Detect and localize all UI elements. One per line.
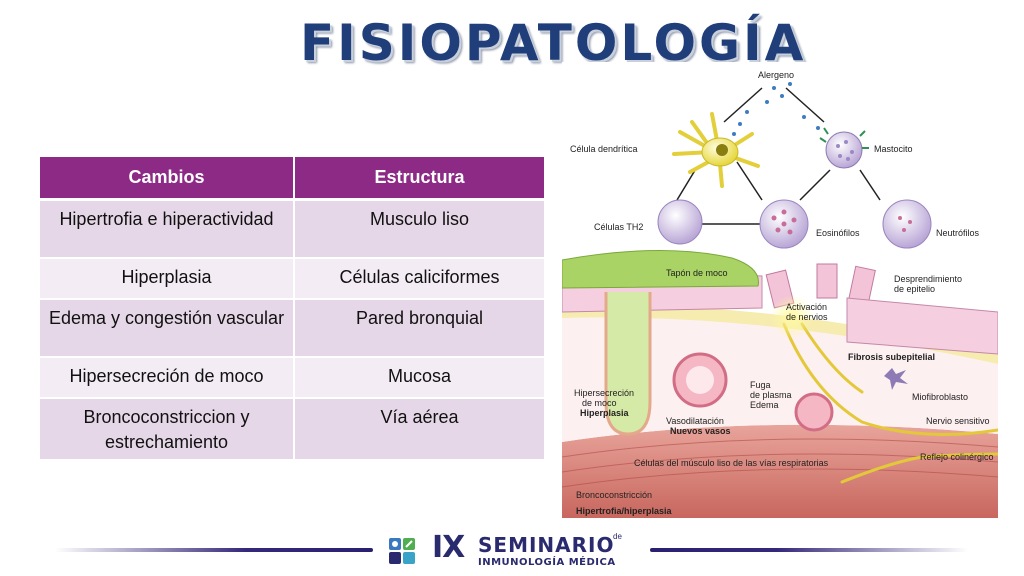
table-cell: Musculo liso	[294, 199, 544, 259]
airway-illustration	[562, 82, 998, 518]
table-row: Hipertrofia e hiperactividad Musculo lis…	[40, 199, 544, 259]
footer-line-right	[650, 548, 968, 552]
nerve-activation-glow	[770, 295, 814, 339]
myofibroblast	[884, 368, 908, 390]
label-edema: Edema	[750, 400, 779, 410]
label-neutrofilos: Neutrófilos	[936, 228, 980, 238]
table-row: Broncoconstriccion y estrechamiento Vía …	[40, 397, 544, 461]
table-cell: Edema y congestión vascular	[40, 298, 295, 358]
seminar-logo: IX SEMINARIO de INMUNOLOGÍA MÉDICA	[388, 530, 638, 572]
table-row: Hipersecreción de moco Mucosa	[40, 356, 544, 399]
table-cell: Células caliciformes	[294, 257, 544, 300]
label-fuga-1: Fuga	[750, 380, 771, 390]
label-nervio-sensitivo: Nervio sensitivo	[926, 416, 990, 426]
label-desprendimiento-1: Desprendimiento	[894, 274, 963, 284]
logo-de: de	[613, 532, 622, 541]
label-eosinofilos: Eosinófilos	[816, 228, 860, 238]
label-desprendimiento-2: de epitelio	[894, 284, 936, 294]
logo-subtitle: INMUNOLOGÍA MÉDICA	[478, 557, 616, 568]
allergen-particles	[732, 82, 820, 136]
seminar-emblem-icon	[389, 538, 415, 564]
airway-diagram: Alergeno Célula dendrítica Mastocito Cél…	[562, 62, 998, 518]
label-reflejo: Reflejo colinérgico	[920, 452, 994, 462]
table-cell: Hipertrofia e hiperactividad	[40, 199, 295, 259]
label-hiperplasia: Hiperplasia	[580, 408, 629, 418]
table-cell: Pared bronquial	[294, 298, 544, 358]
label-fibrosis: Fibrosis subepitelial	[848, 352, 936, 362]
label-celulas-musculo: Células del músculo liso de las vías res…	[634, 458, 829, 468]
th2-cell	[657, 199, 703, 245]
mast-cell	[819, 127, 869, 169]
logo-seminario: SEMINARIO	[478, 533, 615, 557]
label-fuga-2: de plasma	[750, 390, 792, 400]
label-miofibroblasto: Miofibroblasto	[912, 392, 969, 402]
shed-epithelium	[765, 263, 876, 309]
mucus-gland	[604, 292, 652, 436]
nerves	[782, 322, 998, 484]
table-cell: Broncoconstriccion y estrechamiento	[40, 397, 295, 461]
mucus-plug	[562, 250, 759, 289]
label-nuevos-vasos: Nuevos vasos	[670, 426, 731, 436]
label-activacion-1: Activación	[786, 302, 828, 312]
eosinophil-cell	[759, 199, 809, 249]
dendritic-cell	[672, 112, 760, 188]
label-hipertrofia: Hipertrofia/hiperplasia	[576, 506, 672, 516]
label-activacion-2: de nervios	[786, 312, 828, 322]
table-row: Edema y congestión vascular Pared bronqu…	[40, 298, 544, 358]
table-cell: Mucosa	[294, 356, 544, 399]
label-mastocito: Mastocito	[874, 144, 913, 154]
label-broncoconstriccion: Broncoconstricción	[576, 490, 653, 500]
blood-vessel	[672, 352, 834, 432]
label-tapon-moco: Tapón de moco	[666, 268, 728, 278]
smooth-muscle	[562, 424, 998, 518]
table-cell: Vía aérea	[294, 397, 544, 461]
neutrophil-cell	[882, 199, 932, 249]
label-celulas-th2: Células TH2	[594, 222, 644, 232]
pathophysiology-table: Cambios Estructura Hipertrofia e hiperac…	[40, 157, 544, 461]
label-alergeno: Alergeno	[758, 70, 795, 80]
footer-line-left	[55, 548, 373, 552]
label-hipersecrecion-1: Hipersecreción	[574, 388, 635, 398]
label-celula-dendritica: Célula dendrítica	[570, 144, 638, 154]
arrows	[676, 87, 881, 225]
table-header-row: Cambios Estructura	[40, 157, 544, 201]
column-header-estructura: Estructura	[294, 157, 544, 201]
table-row: Hiperplasia Células caliciformes	[40, 257, 544, 300]
label-vasodilatacion: Vasodilatación	[666, 416, 724, 426]
label-hipersecrecion-2: de moco	[582, 398, 617, 408]
logo-roman-numeral: IX	[432, 530, 465, 565]
table-cell: Hiperplasia	[40, 257, 295, 300]
column-header-cambios: Cambios	[40, 157, 295, 201]
table-cell: Hipersecreción de moco	[40, 356, 295, 399]
